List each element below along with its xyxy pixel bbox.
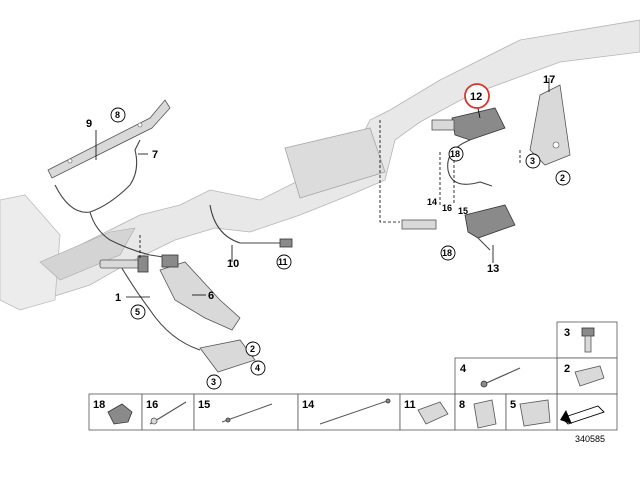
wiring-harness — [54, 139, 293, 351]
callout-17: 17 — [543, 74, 555, 86]
sensor-tie-icon — [480, 367, 521, 388]
svg-text:8: 8 — [115, 110, 120, 120]
holder-clip-icon — [417, 401, 449, 425]
callout-13: 13 — [487, 263, 499, 275]
parts-legend: 3 2 4 18 16 15 14 11 8 5 — [88, 321, 618, 444]
spring-clip-icon — [473, 399, 497, 429]
reference-number: 340585 — [575, 434, 605, 444]
cable-clip-icon — [149, 401, 187, 425]
callout-12-highlighted: 12 — [464, 83, 490, 109]
svg-text:3: 3 — [211, 377, 216, 387]
svg-text:8: 8 — [459, 399, 465, 411]
callout-6: 6 — [208, 290, 214, 302]
oxygen-sensor — [99, 255, 149, 273]
callout-15: 15 — [458, 206, 468, 216]
svg-text:5: 5 — [135, 307, 140, 317]
svg-text:3: 3 — [530, 156, 535, 166]
svg-text:2: 2 — [560, 173, 565, 183]
callout-10: 10 — [227, 258, 239, 270]
callout-circle-2b: 2 — [555, 170, 571, 186]
svg-text:2: 2 — [250, 344, 255, 354]
callout-circle-5: 5 — [130, 304, 146, 320]
svg-text:11: 11 — [404, 399, 416, 411]
direction-arrow-icon — [560, 405, 605, 425]
svg-text:4: 4 — [255, 363, 260, 373]
svg-text:15: 15 — [198, 399, 210, 411]
svg-text:14: 14 — [302, 399, 315, 411]
svg-text:18: 18 — [93, 399, 105, 411]
bracket-part — [529, 84, 571, 166]
callout-9: 9 — [86, 118, 92, 130]
cable-tie-long-icon — [319, 398, 391, 425]
nut-icon — [107, 403, 133, 425]
callout-labels: 1 6 7 9 10 13 17 14 16 15 8 5 11 2 4 3 1… — [86, 74, 571, 390]
svg-text:11: 11 — [278, 257, 288, 267]
svg-text:4: 4 — [460, 363, 467, 375]
callout-circle-4: 4 — [250, 360, 266, 376]
callout-circle-2a: 2 — [245, 341, 261, 357]
callout-circle-3b: 3 — [525, 153, 541, 169]
svg-text:5: 5 — [510, 399, 516, 411]
svg-text:12: 12 — [470, 91, 482, 103]
nox-sensor — [401, 107, 516, 251]
svg-text:18: 18 — [442, 248, 452, 258]
callout-7: 7 — [152, 149, 158, 161]
callout-1: 1 — [115, 292, 121, 304]
cable-holder-icon — [519, 399, 551, 427]
callout-14: 14 — [427, 197, 437, 207]
callout-circle-18b: 18 — [440, 245, 456, 261]
cable-tie-icon — [221, 403, 273, 423]
callout-circle-18a: 18 — [448, 146, 464, 162]
callout-circle-11: 11 — [276, 254, 292, 270]
svg-text:16: 16 — [146, 399, 158, 411]
svg-text:3: 3 — [564, 327, 570, 339]
bolt-icon — [581, 327, 595, 353]
clip-nut-icon — [574, 365, 605, 387]
svg-text:18: 18 — [450, 149, 460, 159]
callout-16: 16 — [442, 203, 452, 213]
bracket-part — [159, 254, 256, 373]
bracket-part — [47, 99, 171, 179]
callout-circle-3a: 3 — [206, 374, 222, 390]
callout-circle-8: 8 — [110, 107, 126, 123]
svg-text:2: 2 — [564, 363, 570, 375]
exhaust-pipe — [0, 19, 640, 311]
